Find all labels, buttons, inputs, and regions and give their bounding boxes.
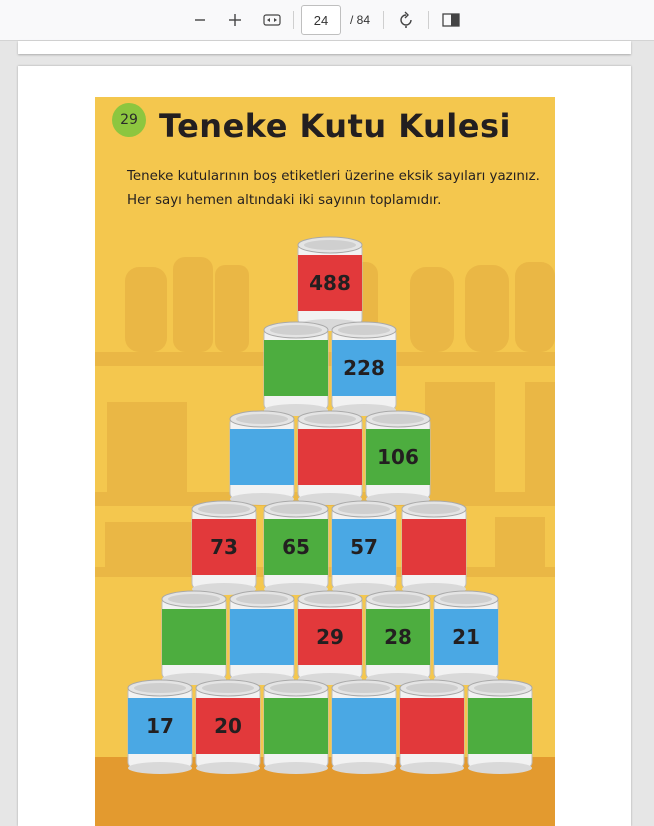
can-number: 228: [343, 356, 385, 380]
page-spread-icon: [442, 13, 460, 27]
can-r6-c5: [399, 679, 465, 774]
rotate-icon: [400, 11, 412, 28]
can-r5-c2: [229, 590, 295, 685]
can-r2-c1: [263, 321, 329, 416]
worksheet-image: 29 Teneke Kutu Kulesi Teneke kutularının…: [95, 97, 555, 826]
rotate-button[interactable]: [392, 7, 420, 33]
can-r6-c4: [331, 679, 397, 774]
can-r6-c2: [195, 679, 261, 774]
plus-icon: [229, 14, 241, 26]
shelf-background: [95, 236, 555, 826]
can-number: 17: [146, 714, 174, 738]
fit-width-icon: [263, 14, 281, 26]
can-number: 106: [377, 445, 419, 469]
previous-page: [18, 41, 631, 54]
can-number: 21: [452, 625, 480, 649]
can-number: 20: [214, 714, 242, 738]
can-number: 73: [210, 535, 238, 559]
can-r4-c4: [401, 500, 467, 595]
instruction-line-1: Teneke kutularının boş etiketleri üzerin…: [127, 169, 540, 184]
toolbar-divider: [383, 11, 384, 29]
can-pyramid: [127, 236, 533, 774]
can-r1-c1: [297, 236, 363, 331]
can-r6-c1: [127, 679, 193, 774]
zoom-out-button[interactable]: [186, 7, 214, 33]
worksheet-title: Teneke Kutu Kulesi: [159, 107, 511, 145]
minus-icon: [195, 19, 205, 21]
can-r5-c4: [365, 590, 431, 685]
page-total-label: / 84: [350, 13, 371, 27]
fit-width-button[interactable]: [258, 7, 286, 33]
page-number-input[interactable]: [301, 5, 341, 35]
can-r4-c2: [263, 500, 329, 595]
can-r6-c3: [263, 679, 329, 774]
pdf-toolbar: / 84: [0, 0, 654, 41]
page-badge: 29: [112, 103, 146, 137]
zoom-in-button[interactable]: [221, 7, 249, 33]
can-number: 488: [309, 271, 351, 295]
can-r3-c2: [297, 410, 363, 505]
can-number: 65: [282, 535, 310, 559]
can-r5-c1: [161, 590, 227, 685]
can-number: 28: [384, 625, 412, 649]
toolbar-divider: [293, 11, 294, 29]
pdf-page: 29 Teneke Kutu Kulesi Teneke kutularının…: [18, 66, 631, 826]
can-r6-c6: [467, 679, 533, 774]
can-number: 57: [350, 535, 378, 559]
toolbar-divider: [428, 11, 429, 29]
can-number: 29: [316, 625, 344, 649]
instruction-line-2: Her sayı hemen altındaki iki sayının top…: [127, 193, 442, 208]
can-r3-c1: [229, 410, 295, 505]
can-r5-c5: [433, 590, 499, 685]
page-spread-button[interactable]: [437, 7, 465, 33]
can-r3-c3: [365, 410, 431, 505]
